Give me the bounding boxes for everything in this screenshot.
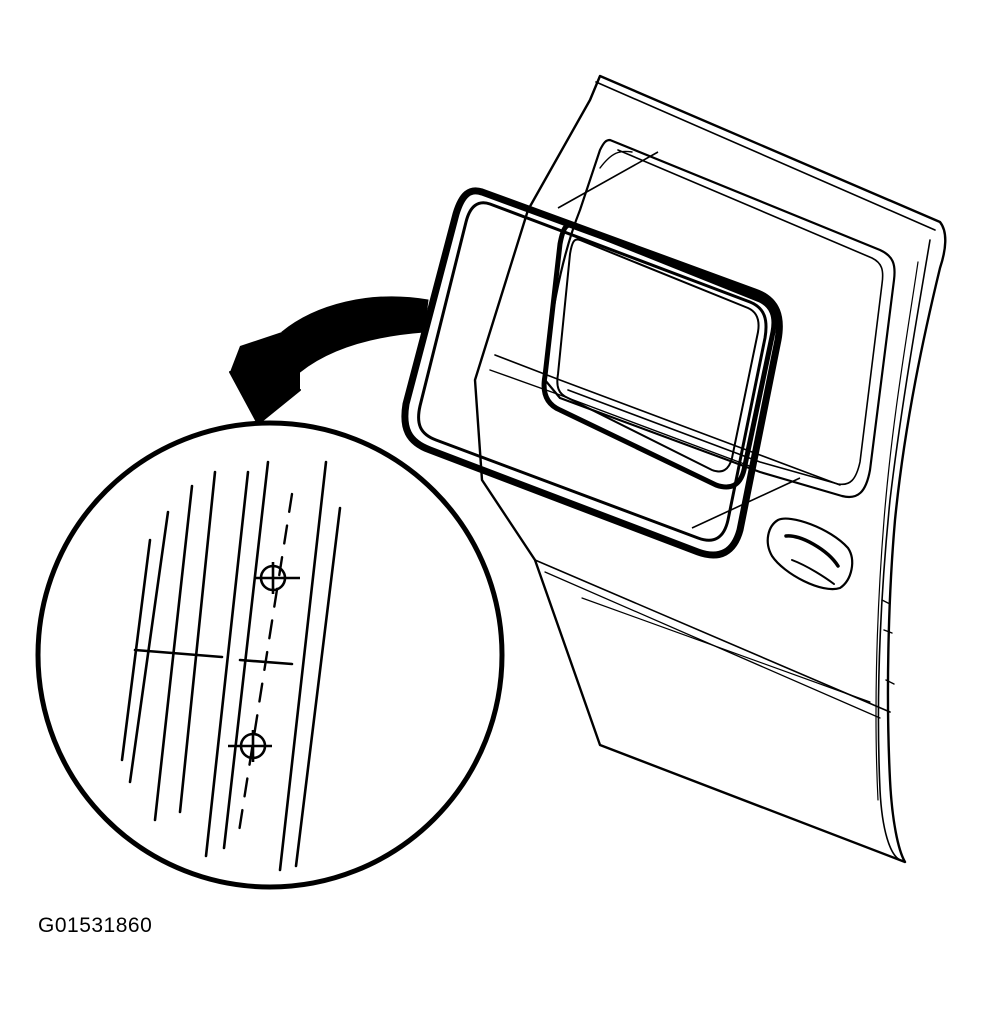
alignment-mark-upper xyxy=(256,562,300,594)
weatherstrip-seal xyxy=(401,151,801,559)
alignment-mark-lower xyxy=(228,730,272,762)
magnified-detail-circle xyxy=(35,420,505,890)
figure-id-label: G01531860 xyxy=(38,914,153,937)
detail-callout-arrow xyxy=(229,296,429,425)
door-handle xyxy=(766,517,854,591)
